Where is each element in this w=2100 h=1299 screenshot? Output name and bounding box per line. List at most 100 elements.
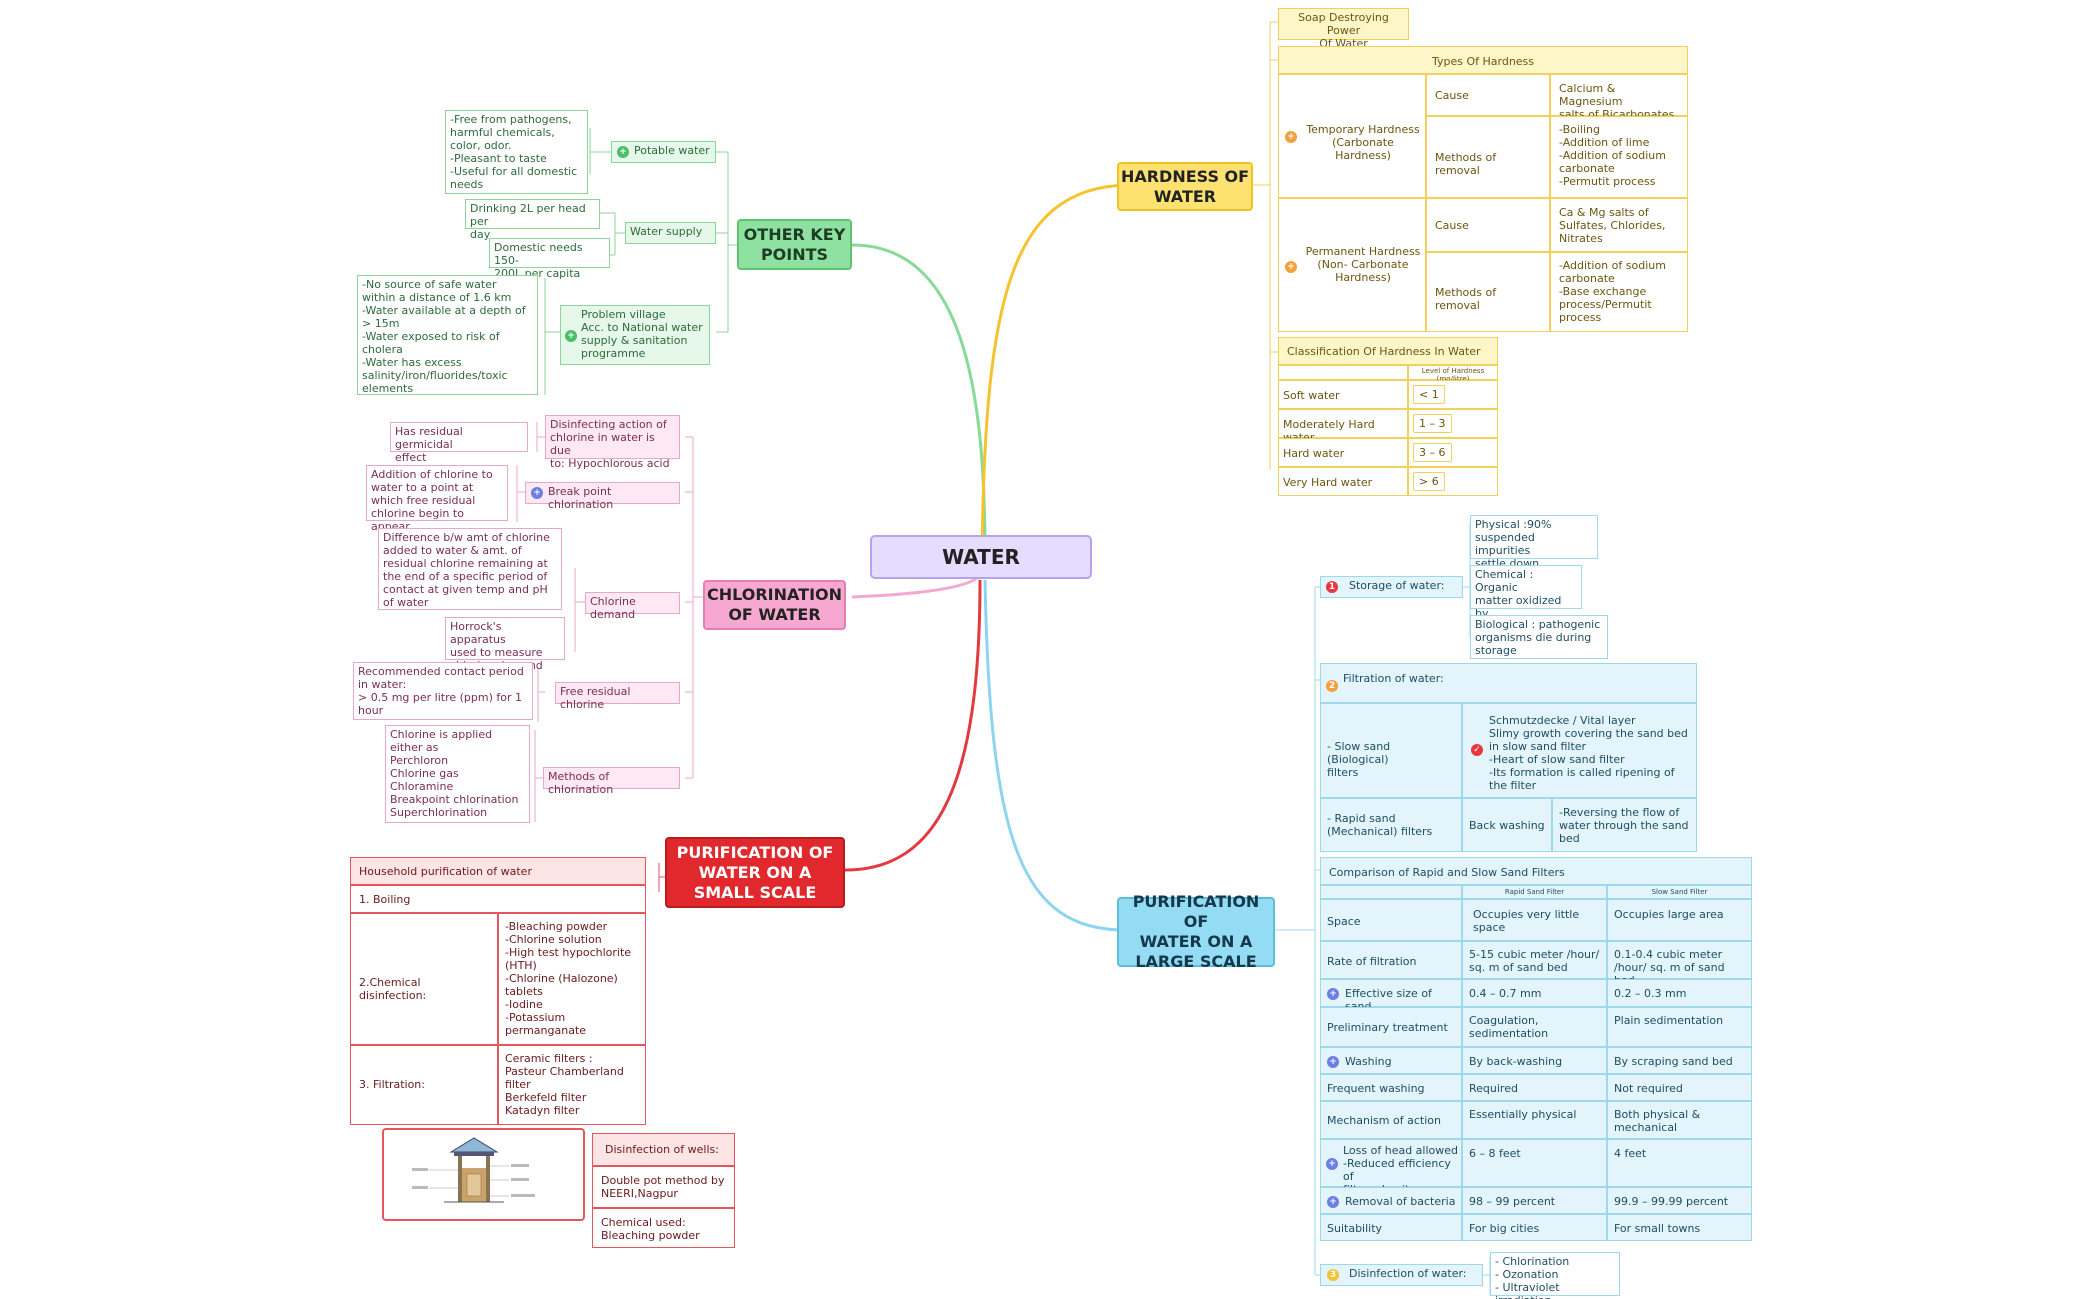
number-3-icon: 3 (1327, 1269, 1339, 1281)
very-hard-water: Very Hard water (1278, 467, 1408, 496)
rapid-sand-label: - Rapid sand (Mechanical) filters (1320, 798, 1462, 852)
chemical-disinfection-label: 2.Chemical disinfection: (350, 913, 498, 1045)
number-2-icon: 2 (1326, 680, 1338, 692)
center-topic[interactable]: WATER (870, 535, 1092, 579)
comparison-blank (1320, 885, 1462, 899)
col-rapid: Rapid Sand Filter (1462, 885, 1607, 899)
row-effective-label: +Effective size of sand (1320, 979, 1462, 1013)
link-small (844, 579, 982, 872)
row-loss-label: +Loss of head allowed -Reduced efficienc… (1320, 1139, 1462, 1209)
water-supply-drinking: Drinking 2L per head per day (465, 199, 600, 241)
hardness-topic[interactable]: HARDNESS OF WATER (1117, 162, 1253, 211)
classification-blank (1278, 365, 1408, 380)
methods-chlorination-label[interactable]: Methods of chlorination (543, 767, 680, 796)
other-key-points-topic[interactable]: OTHER KEY POINTS (737, 219, 852, 270)
chlorine-demand-label[interactable]: Chlorine demand (585, 592, 680, 621)
horrocks-text: Horrock's apparatus used to measure chlo… (445, 617, 565, 672)
disinfection-wells-label: Disinfection of wells: (592, 1133, 735, 1166)
row-mechanism-rapid: Essentially physical (1462, 1101, 1607, 1139)
potable-water-text: -Free from pathogens, harmful chemicals,… (445, 110, 588, 194)
row-loss-slow: 4 feet (1607, 1139, 1752, 1187)
moderately-hard-cell: 1 – 3 (1408, 409, 1498, 438)
temporary-hardness: +Temporary Hardness (Carbonate Hardness) (1278, 74, 1426, 198)
plus-icon: + (565, 330, 577, 342)
filtration-text: Ceramic filters : Pasteur Chamberland fi… (498, 1045, 646, 1125)
slow-sand-label: - Slow sand (Biological) filters (1320, 703, 1462, 798)
hard-water: Hard water (1278, 438, 1408, 467)
permanent-hardness: +Permanent Hardness (Non- Carbonate Hard… (1278, 198, 1426, 332)
row-suitability-label: Suitability (1320, 1214, 1462, 1241)
hard-water-level: 3 – 6 (1413, 443, 1452, 462)
potable-water-label[interactable]: +Potable water (611, 141, 716, 163)
row-frequent-rapid: Required (1462, 1074, 1607, 1101)
temp-cause-label: Cause (1426, 74, 1550, 116)
household-header: Household purification of water (350, 857, 646, 885)
disinfection-water-text: - Chlorination - Ozonation - Ultraviolet… (1490, 1252, 1620, 1299)
moderately-hard-level: 1 – 3 (1413, 414, 1452, 433)
classification-header: Classification Of Hardness In Water (1278, 337, 1498, 365)
row-washing-label: +Washing (1320, 1047, 1462, 1074)
break-point-text: Addition of chlorine to water to a point… (366, 465, 508, 533)
temp-removal-label: Methods of removal (1426, 116, 1550, 198)
very-hard-cell: > 6 (1408, 467, 1498, 496)
perm-removal-text: -Addition of sodium carbonate -Base exch… (1550, 252, 1688, 332)
row-mechanism-label: Mechanism of action (1320, 1101, 1462, 1139)
link-large (983, 579, 1126, 932)
row-effective-slow: 0.2 – 0.3 mm (1607, 979, 1752, 1007)
break-point-label[interactable]: +Break point chlorination (525, 482, 680, 511)
chemical-disinfection-text: -Bleaching powder -Chlorine solution -Hi… (498, 913, 646, 1045)
plus-icon: + (1327, 1196, 1339, 1208)
plus-icon: + (531, 487, 543, 499)
soap-destroying: Soap Destroying Power Of Water (1278, 8, 1409, 50)
purification-large-scale-topic[interactable]: PURIFICATION OF WATER ON A LARGE SCALE (1117, 892, 1275, 971)
chlorination-topic[interactable]: CHLORINATION OF WATER (703, 580, 846, 630)
soft-water-level: < 1 (1413, 385, 1445, 404)
free-residual-text: Recommended contact period in water: > 0… (353, 662, 533, 720)
storage-chemical: Chemical : Organic matter oxidized by ae… (1470, 565, 1582, 633)
row-mechanism-slow: Both physical & mechanical (1607, 1101, 1752, 1139)
check-icon: ✓ (1471, 744, 1483, 756)
plus-icon: + (1327, 1056, 1339, 1068)
filtration-label: 3. Filtration: (350, 1045, 498, 1125)
number-1-icon: 1 (1326, 581, 1338, 593)
row-washing-slow: By scraping sand bed (1607, 1047, 1752, 1074)
types-header: Types Of Hardness (1278, 46, 1688, 74)
row-rate-rapid: 5-15 cubic meter /hour/ sq. m of sand be… (1462, 941, 1607, 979)
disinfecting-action-label[interactable]: Disinfecting action of chlorine in water… (545, 415, 680, 470)
problem-village-label[interactable]: +Problem village Acc. to National water … (560, 305, 710, 365)
level-header: Level of Hardness (mg/litre) (1408, 365, 1498, 383)
row-rate-label: Rate of filtration (1320, 941, 1462, 979)
row-effective-rapid: 0.4 – 0.7 mm (1462, 979, 1607, 1007)
link-chlor (851, 573, 982, 599)
perm-removal-label: Methods of removal (1426, 252, 1550, 332)
moderately-hard-water: Moderately Hard water (1278, 409, 1408, 444)
bleaching-text: Chemical used: Bleaching powder (592, 1208, 735, 1248)
double-pot-text: Double pot method by NEERI,Nagpur (592, 1166, 735, 1208)
temp-cause-text: Calcium & Magnesium salts of Bicarbonate… (1550, 74, 1688, 121)
hard-water-cell: 3 – 6 (1408, 438, 1498, 467)
back-washing-text: -Reversing the flow of water through the… (1552, 798, 1697, 852)
link-hard (980, 183, 1128, 556)
row-bacteria-slow: 99.9 – 99.99 percent (1607, 1187, 1752, 1214)
row-suitability-slow: For small towns (1607, 1214, 1752, 1241)
temp-removal-text: -Boiling -Addition of lime -Addition of … (1550, 116, 1688, 198)
link-other (851, 243, 987, 556)
row-frequent-slow: Not required (1607, 1074, 1752, 1101)
free-residual-label[interactable]: Free residual chlorine (555, 682, 680, 711)
row-space-slow: Occupies large area (1607, 899, 1752, 941)
perm-cause-label: Cause (1426, 198, 1550, 252)
row-bacteria-label: +Removal of bacteria (1320, 1187, 1462, 1214)
row-space-rapid: Occupies very little space (1462, 899, 1607, 941)
row-preliminary-rapid: Coagulation, sedimentation (1462, 1007, 1607, 1047)
problem-village-text: -No source of safe water within a distan… (357, 275, 538, 395)
very-hard-level: > 6 (1413, 472, 1445, 491)
row-space-label: Space (1320, 899, 1462, 941)
purification-small-scale-topic[interactable]: PURIFICATION OF WATER ON A SMALL SCALE (665, 837, 845, 908)
methods-chlorination-text: Chlorine is applied either as Perchloron… (385, 725, 530, 823)
water-supply-label[interactable]: Water supply (625, 222, 716, 244)
row-suitability-rapid: For big cities (1462, 1214, 1607, 1241)
storage-physical: Physical :90% suspended impurities settl… (1470, 515, 1598, 570)
